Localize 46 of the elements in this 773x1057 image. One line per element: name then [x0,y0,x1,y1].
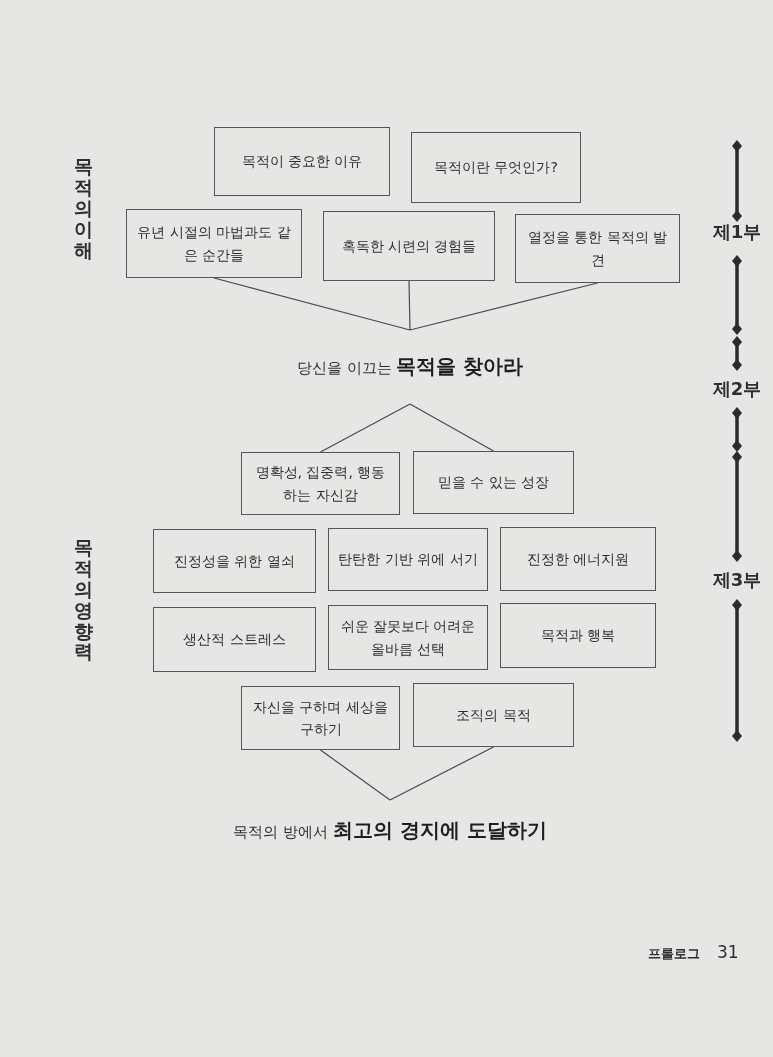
topic-text: 탄탄한 기반 위에 서기 [337,550,479,570]
topic-text: 명확성, 집중력, 행동하는 자신감 [254,463,387,505]
topic-box [241,686,400,750]
topic-text: 자신을 구하며 세상을 구하기 [252,697,389,739]
connector-line [213,277,411,331]
topic-box [126,209,302,278]
topic-text: 진정성을 위한 열쇠 [173,551,296,571]
topic-box [515,214,680,283]
connector-line [319,749,391,801]
topic-box [500,527,656,591]
topic-box [500,603,656,668]
topic-text: 열정을 통한 목적의 발견 [526,228,669,270]
topic-box [153,607,316,672]
topic-text: 진정한 에너지원 [525,549,631,569]
topic-box [411,132,581,203]
connector-line [409,282,599,331]
topic-box [153,529,316,593]
topic-box [328,528,488,591]
topic-text: 조직의 목적 [455,705,532,725]
topic-box [323,211,495,281]
connector-line [408,280,411,331]
section-title: 목적의 영향력 [74,537,93,663]
part-label: 제2부 [711,377,763,401]
heading-text: 당신을 이끄는 목적을 찾아라 [296,354,524,381]
section-title: 목적의 이해 [74,156,93,261]
running-footer: 프롤로그 [648,945,700,963]
connector-line [319,403,411,453]
topic-text: 쉬운 잘못보다 어려운 올바름 선택 [339,617,477,659]
topic-box [241,452,400,515]
topic-text: 믿을 수 있는 성장 [436,473,551,493]
topic-box [214,127,390,196]
topic-box [413,451,574,514]
topic-text: 목적과 행복 [539,626,617,646]
part-label: 제1부 [711,220,763,244]
part-label: 제3부 [711,568,763,592]
connector-line [389,746,495,801]
connector-line [409,403,495,452]
page-number: 31 [717,942,739,962]
topic-text: 유년 시절의 마법과도 같은 순간들 [136,223,292,265]
topic-text: 목적이 중요한 이유 [240,152,364,172]
topic-box [328,605,488,670]
topic-box [413,683,574,747]
topic-text: 생산적 스트레스 [182,630,287,650]
heading-text: 목적의 방에서 최고의 경지에 도달하기 [233,818,547,845]
topic-text: 목적이란 무엇인가? [433,158,559,178]
topic-text: 혹독한 시련의 경험들 [340,236,478,256]
